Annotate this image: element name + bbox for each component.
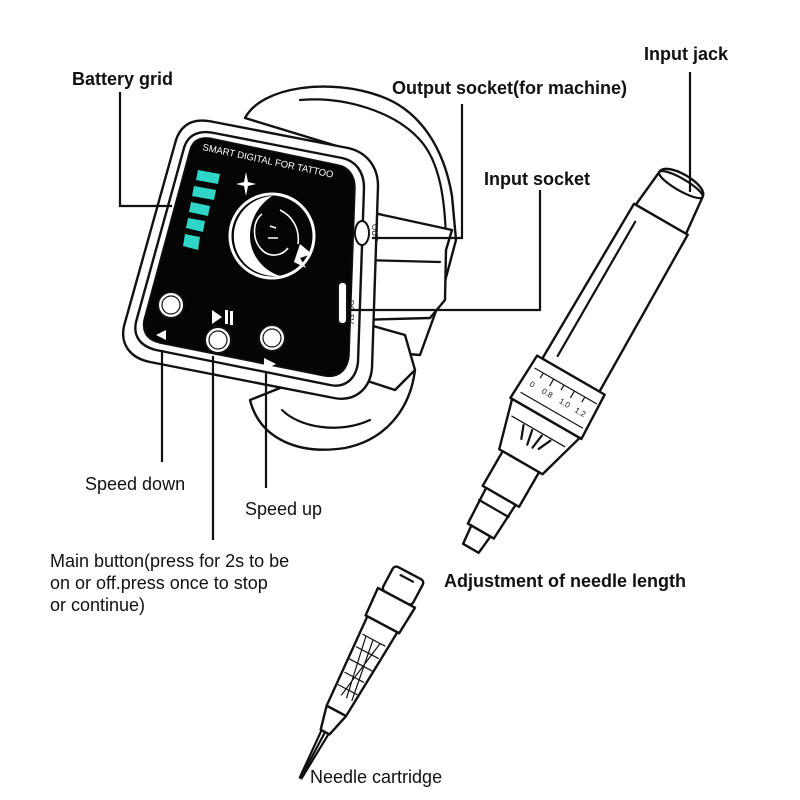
- label-adjustment: Adjustment of needle length: [444, 571, 687, 591]
- input-socket: [337, 281, 348, 325]
- label-output-socket: Output socket(for machine): [392, 78, 628, 98]
- button-speed-down[interactable]: [156, 291, 185, 340]
- leader-input-socket: [348, 190, 542, 312]
- battery-grid-bars: [183, 170, 220, 250]
- button-speed-up[interactable]: [258, 324, 286, 370]
- right-arrow-icon: [264, 358, 276, 370]
- label-speed-up: Speed up: [245, 499, 323, 519]
- tattoo-pen: 0 0.8 1.0 1.2: [461, 167, 705, 555]
- strap-inner-line: [298, 98, 448, 242]
- dc-label: DC-5V: [346, 300, 355, 325]
- needle-cartridge: [298, 565, 425, 780]
- sparkle-icon: [236, 172, 256, 196]
- label-speed-down: Speed down: [85, 474, 186, 494]
- leader-battery-grid: [118, 92, 172, 208]
- leader-output-socket: [372, 104, 464, 240]
- label-main-button: Main button(press for 2s to be on or off…: [50, 551, 290, 615]
- strap-bottom-line: [280, 408, 372, 429]
- button-main[interactable]: [204, 310, 233, 354]
- play-pause-icon: [212, 310, 233, 325]
- out-label: OUT: [370, 224, 379, 241]
- label-input-socket: Input socket: [484, 169, 591, 189]
- label-input-jack: Input jack: [644, 44, 729, 64]
- moon-face-logo: [228, 192, 316, 280]
- output-socket: [354, 220, 370, 246]
- watch-body: SMART DIGITAL FOR TATTOO: [121, 119, 380, 400]
- label-needle-cartridge: Needle cartridge: [310, 767, 443, 787]
- label-battery-grid: Battery grid: [72, 69, 174, 89]
- scale-mark-0: 0: [528, 380, 537, 390]
- left-arrow-icon: [156, 330, 166, 340]
